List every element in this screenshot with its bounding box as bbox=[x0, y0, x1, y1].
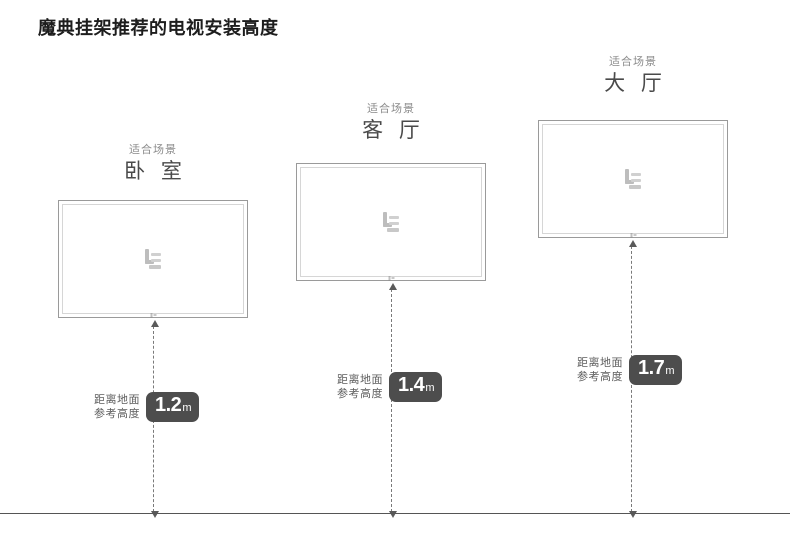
tv-bedroom bbox=[58, 200, 248, 318]
measure-hall-line2: 参考高度 bbox=[577, 371, 623, 383]
floor-line bbox=[0, 513, 790, 514]
page-title: 魔典挂架推荐的电视安装高度 bbox=[38, 18, 279, 38]
scene-living-room-caption: 适合场景 客 厅 bbox=[333, 101, 449, 144]
height-badge-hall: 1.7 m bbox=[629, 355, 683, 385]
scene-living-room-caption-sub: 适合场景 bbox=[367, 103, 415, 115]
brand-logo-icon bbox=[620, 166, 646, 192]
height-badge-bedroom: 1.2 m bbox=[146, 392, 200, 422]
arrow-down-icon bbox=[388, 511, 397, 518]
brand-logo-icon bbox=[140, 246, 166, 272]
measure-living-room-text: 距离地面 参考高度 bbox=[337, 373, 383, 401]
scene-bedroom-caption: 适合场景 卧 室 bbox=[95, 142, 211, 185]
height-value-bedroom: 1.2 bbox=[155, 394, 182, 416]
measure-hall: 距离地面 参考高度 1.7 m bbox=[577, 355, 683, 385]
arrow-down-icon bbox=[150, 511, 159, 518]
scene-bedroom-caption-sub: 适合场景 bbox=[129, 144, 177, 156]
arrow-up-icon bbox=[388, 283, 397, 290]
arrow-up-icon bbox=[150, 320, 159, 327]
measure-living-room-line2: 参考高度 bbox=[337, 388, 383, 400]
tv-hall-bezel-mark-icon bbox=[630, 233, 637, 238]
measure-hall-line1: 距离地面 bbox=[577, 357, 623, 369]
measure-bedroom-line1: 距离地面 bbox=[94, 394, 140, 406]
height-unit-bedroom: m bbox=[182, 402, 192, 414]
height-badge-living-room: 1.4 m bbox=[389, 372, 443, 402]
measure-hall-text: 距离地面 参考高度 bbox=[577, 356, 623, 384]
height-value-living-room: 1.4 bbox=[398, 374, 425, 396]
tv-bedroom-screen bbox=[62, 204, 244, 314]
arrow-down-icon bbox=[628, 511, 637, 518]
scene-bedroom-caption-main: 卧 室 bbox=[124, 160, 187, 183]
measure-living-room-line1: 距离地面 bbox=[337, 374, 383, 386]
height-unit-living-room: m bbox=[425, 382, 435, 394]
scene-hall-caption-main: 大 厅 bbox=[604, 72, 667, 95]
height-value-hall: 1.7 bbox=[638, 357, 665, 379]
measure-bedroom-line2: 参考高度 bbox=[94, 408, 140, 420]
tv-bedroom-bezel-mark-icon bbox=[150, 313, 157, 318]
scene-hall-caption-sub: 适合场景 bbox=[609, 56, 657, 68]
height-unit-hall: m bbox=[665, 365, 675, 377]
scene-living-room-caption-main: 客 厅 bbox=[362, 119, 425, 142]
tv-hall-screen bbox=[542, 124, 724, 234]
measure-bedroom-text: 距离地面 参考高度 bbox=[94, 393, 140, 421]
arrow-up-icon bbox=[628, 240, 637, 247]
tv-living-room bbox=[296, 163, 486, 281]
tv-living-room-screen bbox=[300, 167, 482, 277]
scene-hall-caption: 适合场景 大 厅 bbox=[575, 54, 691, 97]
tv-hall bbox=[538, 120, 728, 238]
tv-living-room-bezel-mark-icon bbox=[388, 276, 395, 281]
measure-living-room: 距离地面 参考高度 1.4 m bbox=[337, 372, 443, 402]
measure-bedroom: 距离地面 参考高度 1.2 m bbox=[94, 392, 200, 422]
brand-logo-icon bbox=[378, 209, 404, 235]
